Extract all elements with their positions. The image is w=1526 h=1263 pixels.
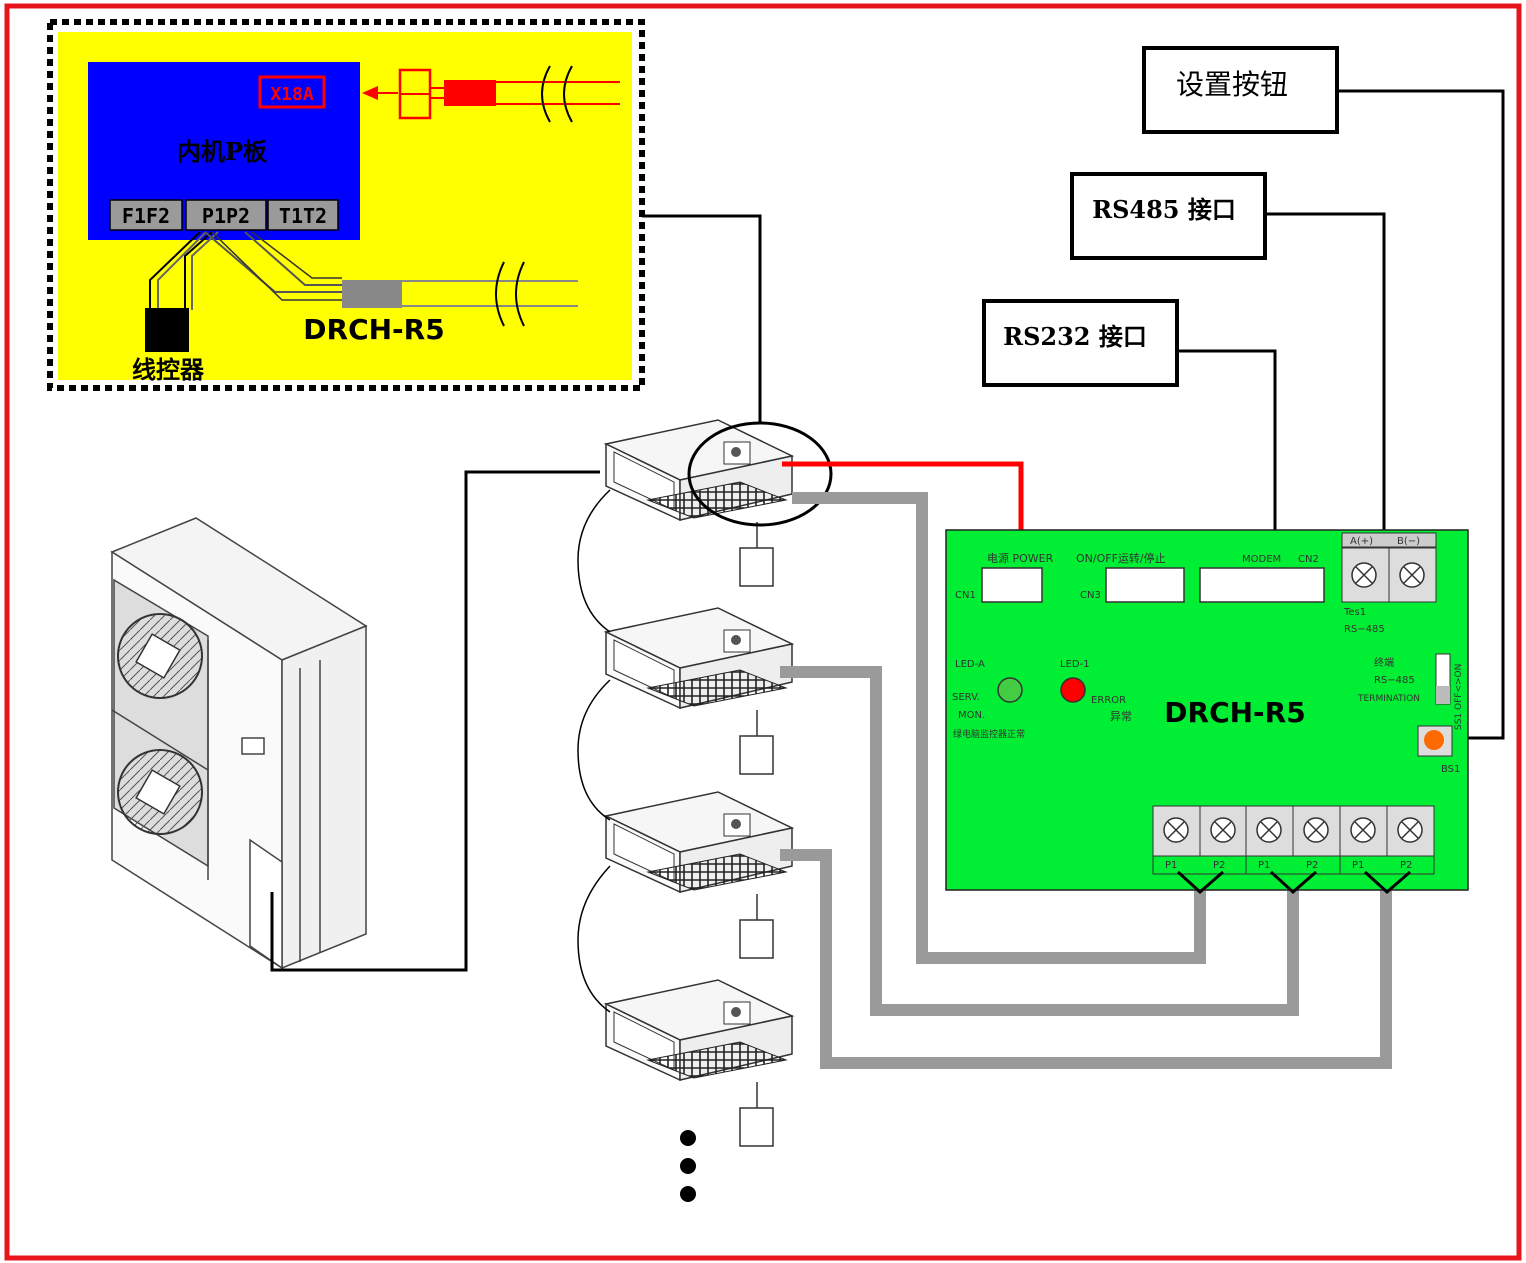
p2-label: P2 (1400, 860, 1412, 871)
svg-text:SERV.: SERV. (952, 692, 980, 703)
board-model-label: DRCH-R5 (1164, 696, 1305, 729)
led-1-indicator (1060, 677, 1086, 703)
svg-text:ON/OFF运转/停止: ON/OFF运转/停止 (1076, 551, 1166, 565)
svg-text:LED-A: LED-A (955, 659, 985, 670)
svg-text:CN1: CN1 (955, 590, 976, 601)
p1-label: P1 (1165, 860, 1177, 871)
cn1-connector (981, 567, 1043, 603)
svg-text:CN2: CN2 (1298, 554, 1319, 565)
p1p2-terminal-blocks: P1 P2 P1 P2 P1 P2 (1152, 805, 1435, 895)
svg-text:BS1: BS1 (1441, 764, 1460, 775)
svg-text:LED-1: LED-1 (1060, 659, 1090, 670)
svg-text:SS1 OFF<>ON: SS1 OFF<>ON (1454, 664, 1464, 730)
indoor-unit (603, 419, 795, 587)
terminal-f1f2: F1F2 (122, 204, 170, 228)
callout-rs232-label: RS232 接口 (1003, 322, 1147, 351)
rs485-screw-a (1351, 562, 1377, 588)
callout-settings-button: 设置按钮 (1142, 46, 1505, 744)
svg-text:ERROR: ERROR (1091, 695, 1126, 706)
x18a-arrow (362, 86, 378, 100)
svg-text:Tes1: Tes1 (1343, 607, 1366, 618)
terminal-p1p2: P1P2 (202, 204, 250, 228)
indoor-unit (603, 979, 795, 1147)
indoor-unit (603, 607, 795, 775)
inset-device-name: DRCH-R5 (303, 313, 444, 346)
indoor-unit (603, 791, 795, 959)
p1-label: P1 (1258, 860, 1270, 871)
p1p2-terminal-block: P1 P2 (1339, 805, 1435, 895)
cn2-connector (1199, 567, 1325, 603)
svg-text:A(+): A(+) (1350, 536, 1373, 547)
callout-rs232: RS232 接口 (982, 299, 1282, 582)
highlight-ellipse (687, 421, 833, 527)
board-label: 内机P板 (177, 137, 268, 166)
inset-panel: X18A 内机P板 F1F2 P1P2 T1T2 DRCH-R5 线控器 (47, 19, 645, 391)
wired-controller-box (145, 308, 189, 352)
callout-rs485: RS485 接口 (1070, 172, 1390, 561)
terminal-t1t2: T1T2 (279, 204, 327, 228)
bs1-button[interactable] (1424, 730, 1444, 750)
svg-text:MODEM: MODEM (1242, 554, 1281, 565)
svg-text:B(−): B(−) (1397, 536, 1420, 547)
more-units-dots (680, 1130, 696, 1202)
cn3-connector (1105, 567, 1185, 603)
svg-text:RS−485: RS−485 (1374, 675, 1415, 686)
p1p2-terminal-block: P1 P2 (1152, 805, 1248, 895)
wired-controller-label: 线控器 (132, 355, 205, 384)
callout-settings-button-label: 设置按钮 (1176, 68, 1288, 101)
x18a-connector (258, 75, 326, 109)
svg-text:RS−485: RS−485 (1344, 624, 1385, 635)
rs485-screw-b (1399, 562, 1425, 588)
svg-text:TERMINATION: TERMINATION (1357, 694, 1420, 704)
p2-label: P2 (1306, 860, 1318, 871)
svg-text:CN3: CN3 (1080, 590, 1101, 601)
outer-frame (4, 3, 1522, 1261)
gray-cables (780, 492, 1392, 1069)
outdoor-unit (110, 517, 368, 970)
x18a-label: X18A (270, 84, 314, 105)
svg-text:电源 POWER: 电源 POWER (987, 551, 1054, 565)
p1p2-terminal-block: P1 P2 (1245, 805, 1341, 895)
svg-text:MON.: MON. (958, 710, 985, 721)
svg-text:绿电脑监控器正常: 绿电脑监控器正常 (953, 728, 1025, 740)
indoor-units (603, 419, 795, 1147)
led-a-indicator (997, 677, 1023, 703)
callout-rs485-label: RS485 接口 (1092, 195, 1236, 224)
p1-label: P1 (1352, 860, 1364, 871)
svg-text:异常: 异常 (1110, 710, 1132, 723)
drch-r5-board: 电源 POWER CN1 ON/OFF运转/停止 CN3 MODEM CN2 A… (945, 529, 1469, 895)
p2-label: P2 (1213, 860, 1225, 871)
svg-text:终端: 终端 (1374, 656, 1394, 669)
